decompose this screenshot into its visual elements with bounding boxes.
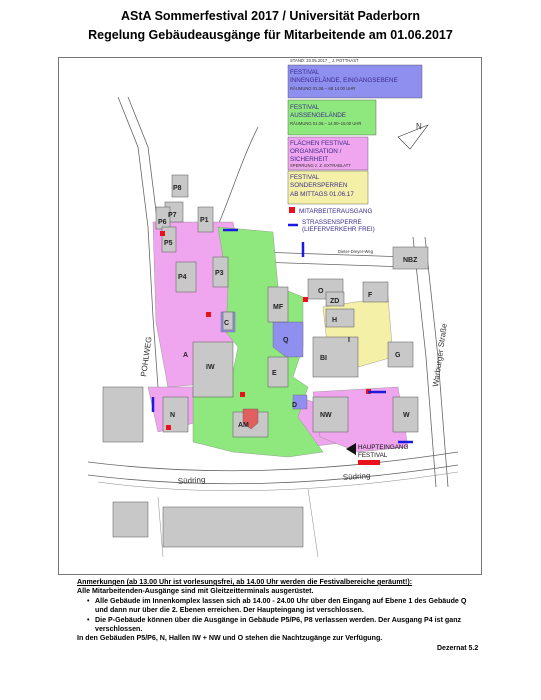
- building-label-p4: P4: [178, 274, 187, 281]
- street-suedring-2: Südring: [343, 471, 371, 482]
- legend-sperr-line2: SONDERSPERREN: [290, 182, 348, 189]
- building-label-am: AM: [238, 422, 249, 429]
- page-title: AStA Sommerfestival 2017 / Universität P…: [121, 9, 420, 23]
- building-label-p5: P5: [164, 240, 173, 247]
- notes-line1: Alle Mitarbeitenden-Ausgänge sind mit Gl…: [77, 587, 314, 596]
- building-label-g: G: [395, 352, 401, 359]
- legend-aussen-line2: AUSSENGELÄNDE: [290, 111, 346, 119]
- notes-line2: In den Gebäuden P5/P6, N, Hallen IW + NW…: [77, 634, 383, 643]
- legend-orga-line3: SICHERHEIT: [290, 156, 328, 163]
- legend-sperr-swatch: [287, 170, 369, 205]
- legend-innen-note: RÄUMUNG 01.06.– AB 14.00 UHR: [290, 86, 355, 91]
- legend-innen-swatch: [287, 64, 423, 99]
- exit-marker: [303, 297, 308, 302]
- building-label-p7: P7: [168, 212, 177, 219]
- haupteingang-line1: HAUPTEINGANG: [358, 444, 408, 451]
- north-label: N: [416, 122, 422, 131]
- legend-orga-swatch: [287, 136, 369, 171]
- building-labels: P8 P7 P6 P5 P1 P4 P3 MF O ZD H F BI E G …: [158, 185, 418, 429]
- building-label-bi: BI: [320, 355, 327, 362]
- building-label-nbz: NBZ: [403, 257, 418, 264]
- building-label-nw: NW: [320, 412, 332, 419]
- building-label-mf: MF: [273, 304, 284, 311]
- stand-text: STAND: 23.05.2017 _ J. POTTHAST: [290, 58, 359, 63]
- dezernat-label: Dezernat 5.2: [437, 645, 479, 652]
- north-arrow: N: [397, 122, 429, 150]
- legend-aussen-line1: FESTIVAL: [290, 104, 320, 111]
- building-label-p6: P6: [158, 219, 167, 226]
- building-label-n: N: [170, 412, 175, 419]
- roadblocks: [151, 228, 413, 444]
- haupteingang-line2: FESTIVAL: [358, 452, 388, 459]
- exit-marker: [166, 425, 171, 430]
- legend-exit-swatch: [289, 207, 295, 213]
- building-label-d: D: [292, 402, 297, 409]
- legend-innen-line2: INNENGELÄNDE, EINGANGSEBENE: [290, 76, 398, 84]
- building-label-p8: P8: [173, 185, 182, 192]
- building-label-c: C: [224, 320, 229, 327]
- notes-list: Alle Gebäude im Innenkomplex lassen sich…: [77, 597, 477, 635]
- legend-aussen-note: RÄUMUNG 01.06.– 14.00–15.00 UHR: [290, 121, 361, 126]
- building-label-iw: IW: [206, 364, 215, 371]
- legend-sperr-line1: FESTIVAL: [290, 174, 320, 181]
- page-subtitle: Regelung Gebäudeausgänge für Mitarbeiten…: [88, 28, 453, 42]
- legend-orga-note: SPERRUNG z. Z. EXTRABLATT: [290, 163, 351, 168]
- notes-bullet-1: Alle Gebäude im Innenkomplex lassen sich…: [87, 597, 477, 616]
- exit-marker: [206, 312, 211, 317]
- exit-marker: [240, 392, 245, 397]
- building-label-f: F: [368, 292, 373, 299]
- building-label-a: A: [183, 352, 188, 359]
- street-dreyer: Dieter-Dreyer-Weg: [338, 249, 374, 254]
- building-label-p3: P3: [215, 270, 224, 277]
- legend-orga-line2: ORGANISATION /: [290, 148, 342, 155]
- notes-bullet-2: Die P-Gebäude können über die Ausgänge i…: [87, 616, 477, 635]
- building-label-o: O: [318, 288, 324, 295]
- legend: FESTIVAL INNENGELÄNDE, EINGANGSEBENE RÄU…: [287, 64, 423, 233]
- legend-aussen-swatch: [287, 99, 377, 136]
- building-label-h: H: [332, 317, 337, 324]
- building-label-zd: ZD: [330, 298, 339, 305]
- building-label-p1: P1: [200, 217, 209, 224]
- legend-roadblock-line1: STRASSENSPERRE: [302, 219, 362, 226]
- legend-orga-line1: FLÄCHEN FESTIVAL: [290, 139, 351, 147]
- legend-innen-line1: FESTIVAL: [290, 69, 320, 76]
- building-label-e: E: [272, 370, 277, 377]
- legend-exit-label: MITARBEITERAUSGANG: [299, 208, 372, 215]
- campus-map: P8 P7 P6 P5 P1 P4 P3 MF O ZD H F BI E G …: [58, 57, 482, 575]
- notes-heading: Anmerkungen (ab 13.00 Uhr ist vorlesungs…: [77, 578, 413, 586]
- building-label-q: Q: [283, 337, 289, 344]
- street-suedring-1: Südring: [178, 475, 206, 486]
- building-label-w: W: [403, 412, 410, 419]
- notes-section: Anmerkungen (ab 13.00 Uhr ist vorlesungs…: [77, 578, 477, 644]
- exit-marker: [160, 231, 165, 236]
- bottom-street-lines: [97, 471, 459, 558]
- haupteingang: HAUPTEINGANG FESTIVAL: [346, 443, 408, 465]
- legend-sperr-line3: AB MITTAGS 01.06.17: [290, 191, 354, 198]
- legend-roadblock-line2: (LIEFERVERKEHR FREI): [302, 226, 375, 233]
- am-highlight: [242, 408, 259, 430]
- building-label-i: I: [348, 337, 350, 344]
